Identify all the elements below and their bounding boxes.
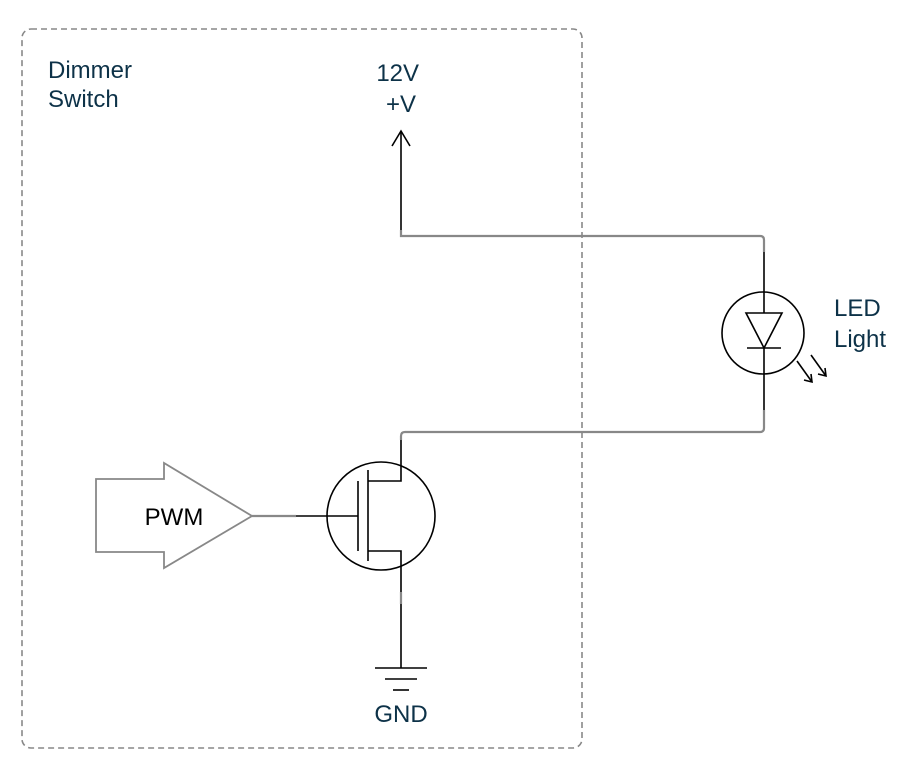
boundary-label: Dimmer Switch [48,57,139,113]
boundary-label-line2: Switch [48,86,119,113]
supply-label-voltage: 12V [376,60,419,87]
wire-led-to-mosfet [399,410,766,440]
ground-icon [375,604,427,691]
supply-arrow-icon [391,129,411,230]
wire-supply-to-led [399,230,766,252]
supply-label-symbol: +V [386,91,416,118]
led-label-line2: Light [834,326,886,353]
pwm-input-arrow-icon [95,461,254,570]
supply-label: 12V +V [376,60,425,118]
dimmer-switch-boundary [21,28,583,749]
ground-label: GND [374,701,427,728]
led-icon [721,252,805,410]
pwm-label: PWM [145,504,204,531]
light-emission-icon [796,354,827,384]
led-label-line1: LED [834,295,881,322]
mosfet-transistor-icon [296,440,436,592]
boundary-label-line1: Dimmer [48,57,132,84]
led-label: LED Light [834,295,887,353]
